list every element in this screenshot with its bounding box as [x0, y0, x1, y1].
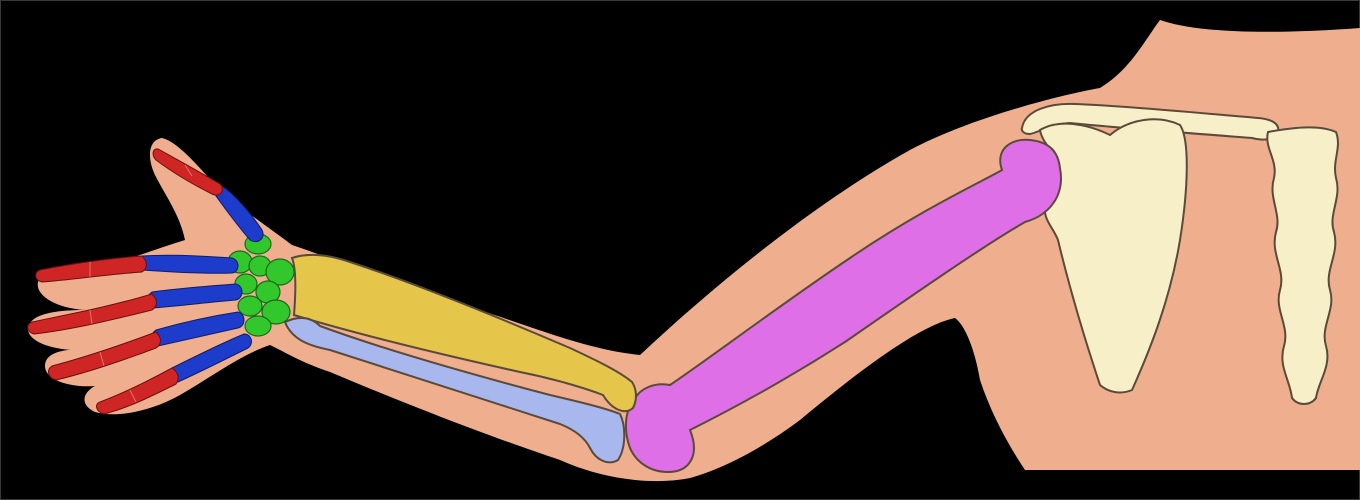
carpal-bone [245, 316, 271, 336]
carpal-bone [238, 296, 262, 316]
index-metacarpal [138, 255, 239, 273]
